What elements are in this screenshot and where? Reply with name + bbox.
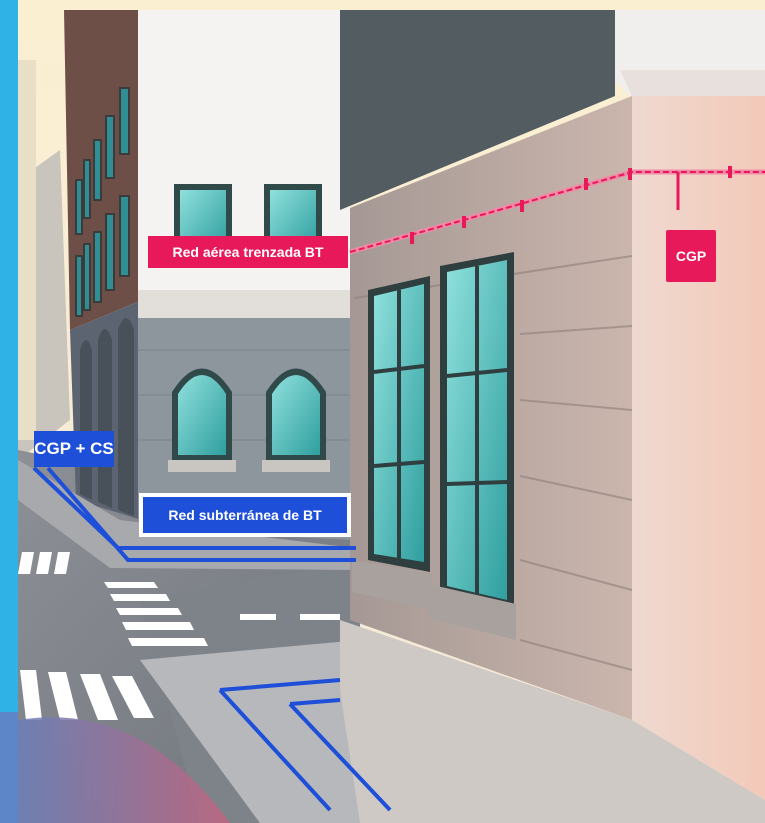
distant-building-facade — [18, 60, 36, 440]
arcade-arches — [80, 318, 134, 516]
left-accent-strip — [0, 0, 18, 712]
cgp-box-label: CGP — [666, 230, 716, 282]
main-building-front-facade — [632, 96, 765, 800]
left-accent-strip-lower — [0, 712, 18, 823]
cgp-cs-label: CGP + CS — [34, 431, 114, 467]
cornice-edge — [620, 70, 765, 96]
underground-network-label: Red subterránea de BT — [143, 497, 347, 533]
aerial-network-label: Red aérea trenzada BT — [148, 236, 348, 268]
white-building-upper — [138, 10, 350, 318]
tall-windows — [368, 252, 514, 610]
cgp-cs-label-text: CGP + CS — [37, 434, 111, 464]
